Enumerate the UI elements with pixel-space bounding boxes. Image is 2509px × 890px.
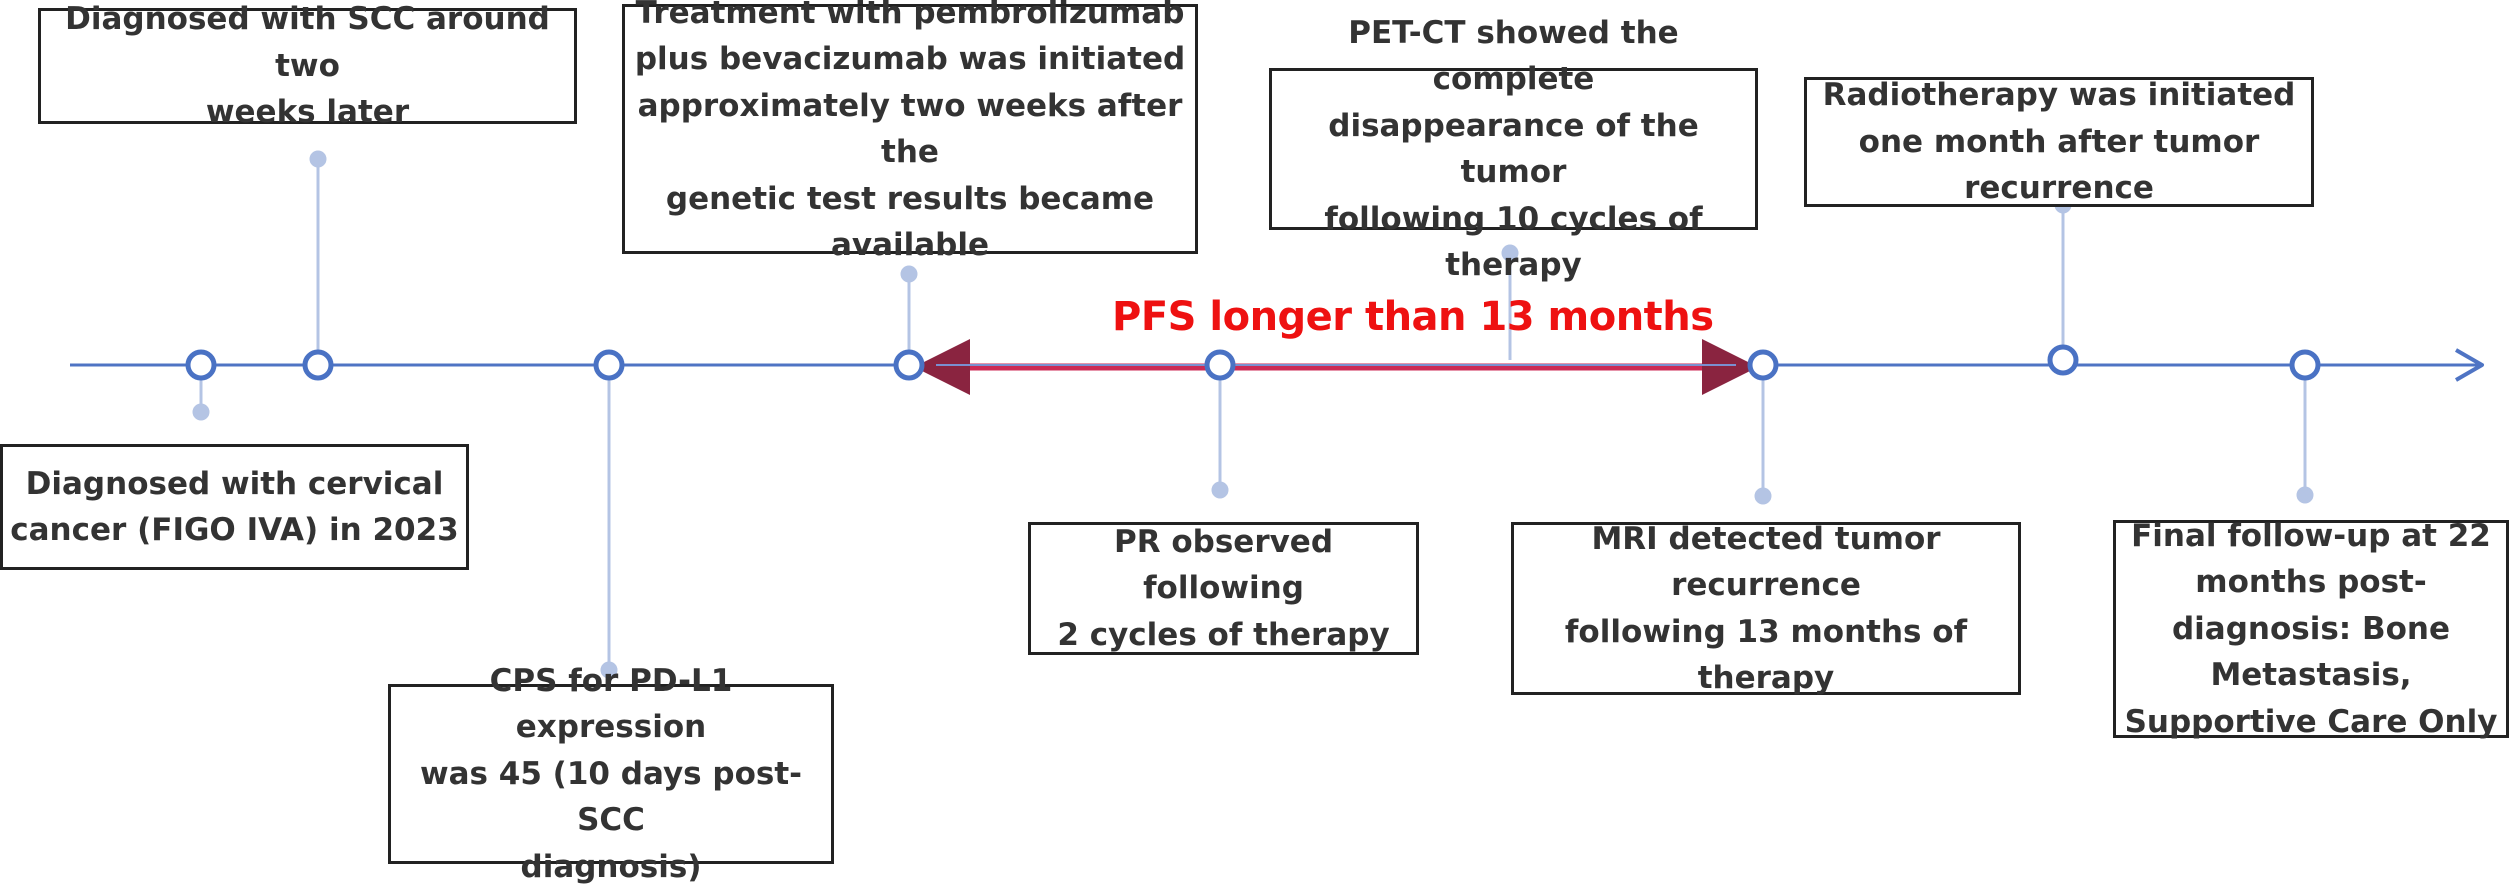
event-mri-recurrence: MRI detected tumor recurrence following …: [1511, 521, 2021, 696]
node-mri: [1747, 349, 1779, 381]
pfs-label: PFS longer than 13 months: [1112, 294, 1714, 340]
event-cps-pdl1: CPS for PD-L1 expression was 45 (10 days…: [388, 663, 834, 885]
connector-dot-mri: [1754, 487, 1772, 505]
event-scc-text: Diagnosed with SCC around two weeks late…: [65, 1, 550, 131]
event-cervical-diagnosis: Diagnosed with cervical cancer (FIGO IVA…: [0, 444, 469, 570]
event-mri-text: MRI detected tumor recurrence following …: [1564, 520, 1968, 697]
timeline-diagram: [70, 150, 2484, 679]
event-radiotherapy: Radiotherapy was initiated one month aft…: [1804, 77, 2314, 207]
event-final-text: Final follow-up at 22 months post- diagn…: [2124, 517, 2498, 740]
node-scc: [302, 349, 334, 381]
event-pr-text: PR observed following 2 cycles of therap…: [1057, 523, 1390, 653]
event-scc-diagnosis: Diagnosed with SCC around two weeks late…: [38, 1, 577, 130]
connector-dot-petct: [1501, 244, 1519, 262]
node-radiotherapy: [2047, 344, 2079, 376]
node-final: [2289, 349, 2321, 381]
event-cps-text: CPS for PD-L1 expression was 45 (10 days…: [419, 662, 803, 885]
event-cervical-text: Diagnosed with cervical cancer (FIGO IVA…: [10, 465, 459, 549]
connector-dot-cps: [600, 661, 618, 679]
event-petct-text: PET-CT showed the complete disappearance…: [1324, 14, 1703, 284]
node-pr: [1204, 349, 1236, 381]
connector-dot-pr: [1211, 481, 1229, 499]
event-final-followup: Final follow-up at 22 months post- diagn…: [2113, 518, 2509, 740]
event-partial-response: PR observed following 2 cycles of therap…: [1028, 522, 1419, 655]
connector-dot-scc: [309, 150, 327, 168]
timeline-arrowhead: [2455, 348, 2484, 382]
event-treatment-text: Treatment with pembrolizumab plus bevaci…: [634, 0, 1186, 263]
node-cps: [593, 349, 625, 381]
connector-dot-cervical: [192, 403, 210, 421]
node-cervical: [185, 349, 217, 381]
event-petct-result: PET-CT showed the complete disappearance…: [1269, 15, 1758, 283]
event-radiotherapy-text: Radiotherapy was initiated one month aft…: [1822, 77, 2296, 207]
node-treatment: [893, 349, 925, 381]
connector-dot-treatment: [900, 265, 918, 283]
connector-dot-final: [2296, 486, 2314, 504]
event-treatment-start: Treatment with pembrolizumab plus bevaci…: [622, 0, 1198, 263]
